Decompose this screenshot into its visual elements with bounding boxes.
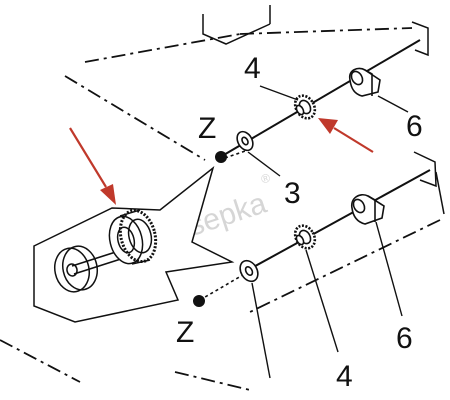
washer-lower xyxy=(239,259,259,283)
leader-4-lower xyxy=(305,249,339,353)
label-3: 3 xyxy=(284,177,301,210)
outline-right-lower xyxy=(249,219,441,313)
bearing-6-upper xyxy=(348,67,381,97)
indicator-arrows xyxy=(69,118,374,205)
chassis-outline xyxy=(0,27,441,391)
lower-shaft-assembly xyxy=(199,169,431,301)
pin-z-lower xyxy=(193,295,205,307)
leader-3 xyxy=(247,151,281,177)
outline-bottom-left xyxy=(0,339,81,383)
watermark-registered-mark: ® xyxy=(259,170,272,186)
washer-3 xyxy=(236,130,254,152)
leader-6-upper xyxy=(377,95,409,113)
outline-bottom xyxy=(174,371,251,391)
label-6-lower: 6 xyxy=(396,322,413,355)
gear-4-lower xyxy=(293,224,317,250)
pin-z-upper xyxy=(215,151,227,163)
outline-top-left xyxy=(84,33,241,63)
detail-gear xyxy=(108,208,158,265)
leader-4-upper xyxy=(259,85,299,101)
outline-mid-left xyxy=(64,75,206,161)
leader-lines xyxy=(247,85,409,379)
bearing-6-lower xyxy=(350,193,385,225)
detail-callout xyxy=(33,165,235,323)
gear-4-upper xyxy=(293,94,317,120)
outline-top-right xyxy=(239,27,413,35)
label-z-lower: Z xyxy=(176,316,194,349)
label-z-upper: Z xyxy=(198,112,216,145)
upper-shaft-assembly xyxy=(221,39,421,159)
label-6-upper: 6 xyxy=(406,110,423,143)
side-plates xyxy=(411,21,445,215)
leader-6-lower xyxy=(375,221,403,317)
upper-shaft xyxy=(221,39,421,157)
label-4-upper: 4 xyxy=(244,52,261,85)
lower-shaft xyxy=(247,169,431,271)
leader-washer-lower xyxy=(251,282,271,379)
housing-fragment xyxy=(202,5,271,45)
detail-flange xyxy=(54,245,98,293)
part-labels: 4 6 Z 3 6 Z 4 xyxy=(176,52,423,393)
red-arrow-detail xyxy=(69,127,116,205)
red-arrow-upper xyxy=(318,118,374,153)
label-4-lower: 4 xyxy=(336,360,353,393)
